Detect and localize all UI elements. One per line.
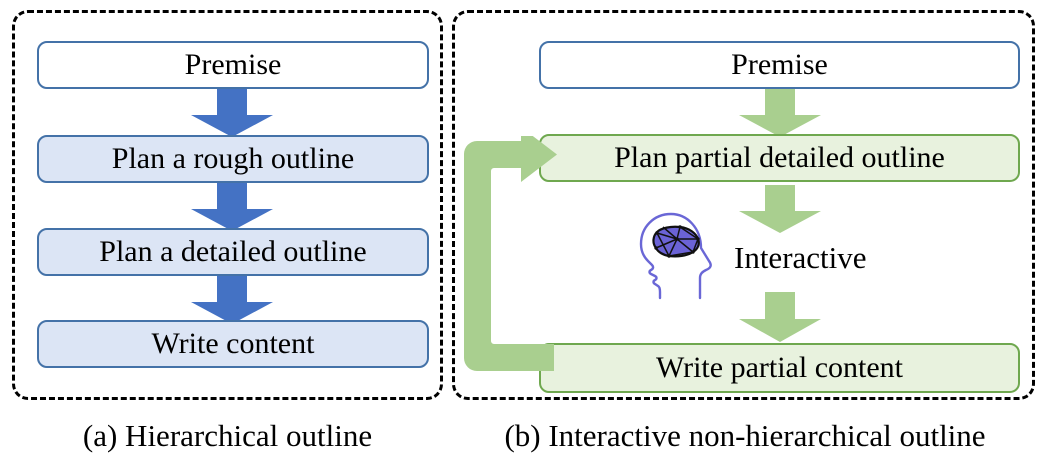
- node-plan-detailed-outline[interactable]: Plan a detailed outline: [37, 228, 429, 276]
- node-plan-partial-detailed-outline[interactable]: Plan partial detailed outline: [539, 134, 1020, 182]
- arrow-premise-to-plan-partial-outline: [739, 89, 821, 137]
- interactive-label: Interactive: [734, 240, 867, 275]
- node-premise-b[interactable]: Premise: [539, 41, 1020, 89]
- caption-panel-b: (b) Interactive non-hierarchical outline: [504, 418, 986, 453]
- node-premise-a[interactable]: Premise: [37, 41, 429, 89]
- arrow-premise-to-rough-outline: [191, 89, 273, 137]
- caption-panel-a: (a) Hierarchical outline: [82, 418, 373, 453]
- node-write-partial-content[interactable]: Write partial content: [539, 343, 1020, 393]
- arrow-interactive-to-write-partial-content: [739, 292, 821, 342]
- brain-head-icon: [627, 206, 723, 302]
- node-write-content[interactable]: Write content: [37, 320, 429, 368]
- node-plan-rough-outline[interactable]: Plan a rough outline: [37, 135, 429, 183]
- panel-hierarchical-outline: [12, 10, 443, 400]
- arrow-detailed-outline-to-write-content: [191, 276, 273, 324]
- arrow-rough-to-detailed-outline: [191, 183, 273, 231]
- panel-interactive-non-hierarchical-outline: [452, 10, 1035, 400]
- arrow-plan-partial-outline-to-interactive: [739, 185, 821, 233]
- arrow-feedback-loop-to-plan-partial-outline: [459, 136, 569, 381]
